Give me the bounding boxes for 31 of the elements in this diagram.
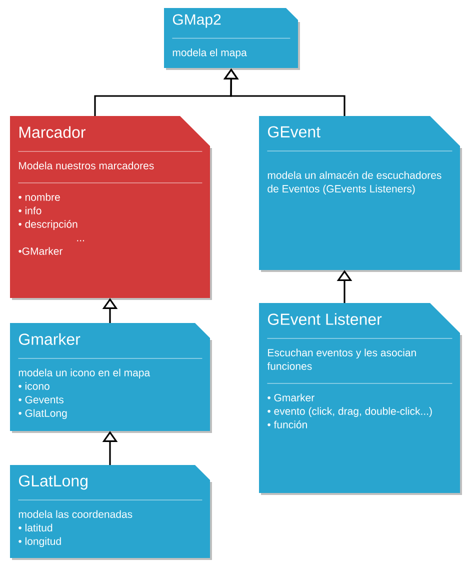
description: Escuchan eventos y les asocian funciones	[267, 348, 416, 370]
class-box	[10, 323, 212, 433]
class-name: GEvent	[268, 126, 320, 138]
attribute: • icono	[18, 382, 50, 390]
class-box	[10, 465, 212, 560]
attribute: • evento (click, drag, double-click...)	[268, 407, 432, 417]
attribute: •GMarker	[18, 247, 63, 255]
attribute: • descripción	[18, 220, 78, 230]
attribute: • Gevents	[18, 396, 64, 404]
class-box	[259, 116, 462, 272]
description: modela las coordenadas	[18, 510, 132, 518]
attribute: • nombre	[18, 193, 60, 201]
class-box	[10, 116, 212, 300]
class-name: GMap2	[172, 14, 221, 28]
attribute: • función	[268, 420, 307, 428]
class-name: GEvent Listener	[268, 313, 382, 325]
attribute: • Gmarker	[268, 394, 314, 402]
class-box	[259, 303, 462, 495]
attribute: • GlatLong	[18, 409, 67, 419]
class-name: GLatLong	[19, 475, 88, 490]
description: modela un icono en el mapa	[18, 368, 150, 378]
class-name: Marcador	[20, 126, 86, 138]
description: modela un almacén de escuchadores de Eventos (GEvents Listeners)	[268, 171, 442, 195]
attribute: • longitud	[18, 537, 61, 548]
description: Modela nuestros marcadores	[19, 162, 154, 170]
class-name: Gmarker	[19, 333, 80, 345]
class-box	[164, 8, 300, 70]
description: modela el mapa	[172, 48, 247, 58]
attribute: ...	[77, 240, 84, 242]
attribute: • latitud	[18, 524, 52, 532]
attribute: • info	[18, 206, 42, 214]
